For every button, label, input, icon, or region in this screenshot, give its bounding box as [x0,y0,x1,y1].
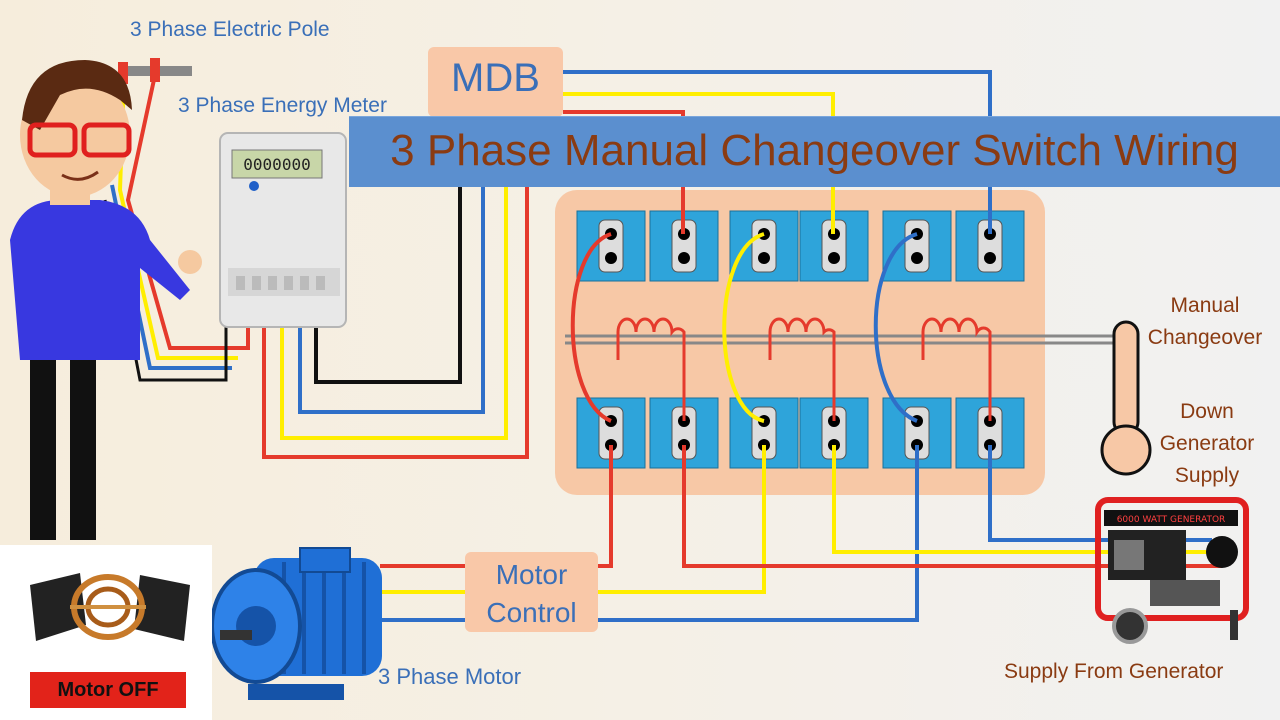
energy-meter-icon: 0000000 [219,132,347,328]
wire-gen-yellow [832,445,1212,554]
motor-control-line1: Motor [495,559,568,590]
electric-pole-icon [118,58,192,84]
manual-changeover-line2: Changeover [1147,326,1263,349]
motor-off-button[interactable]: Motor OFF [30,672,186,708]
changeover-lever-icon [1112,320,1140,436]
wire-meter-yellow [280,180,508,440]
generator-banner: 6000 WATT GENERATOR [1117,515,1226,525]
top-terminal-row [576,210,1025,282]
wire-meter-blue [298,180,485,414]
manual-changeover-label: Manual Changeover [1140,290,1270,354]
page-title: 3 Phase Manual Changeover Switch Wiring [390,126,1239,175]
down-line1: Down [1180,400,1234,423]
motor-control-line2: Control [486,597,577,628]
wire-pole-red [125,74,250,350]
motor-control-label: Motor Control [465,556,598,632]
wire-out-red [380,445,613,568]
wire-meter-red [262,180,529,459]
meter-display: 0000000 [243,155,310,174]
supply-from-generator-label: Supply From Generator [1004,660,1224,683]
pole-label: 3 Phase Electric Pole [130,18,330,41]
motor-off-coil-icon [30,573,190,641]
wire-meter-black [314,180,462,384]
manual-changeover-line1: Manual [1170,294,1240,317]
down-line3: Supply [1174,464,1240,487]
motor-icon [210,547,382,700]
motor-label: 3 Phase Motor [378,664,522,689]
motor-control-box [465,552,598,632]
down-line2: Generator [1159,432,1255,455]
mdb-box [428,47,563,117]
mdb-label: MDB [451,56,540,100]
wire-mdb-red [563,110,685,225]
generator-icon: 6000 WATT GENERATOR [1095,497,1249,644]
bottom-terminal-row [576,397,1025,469]
title-bar: 3 Phase Manual Changeover Switch Wiring [349,116,1280,187]
person-illustration [10,60,202,540]
down-generator-supply-label: Down Generator Supply [1142,396,1272,492]
meter-label: 3 Phase Energy Meter [178,94,387,117]
